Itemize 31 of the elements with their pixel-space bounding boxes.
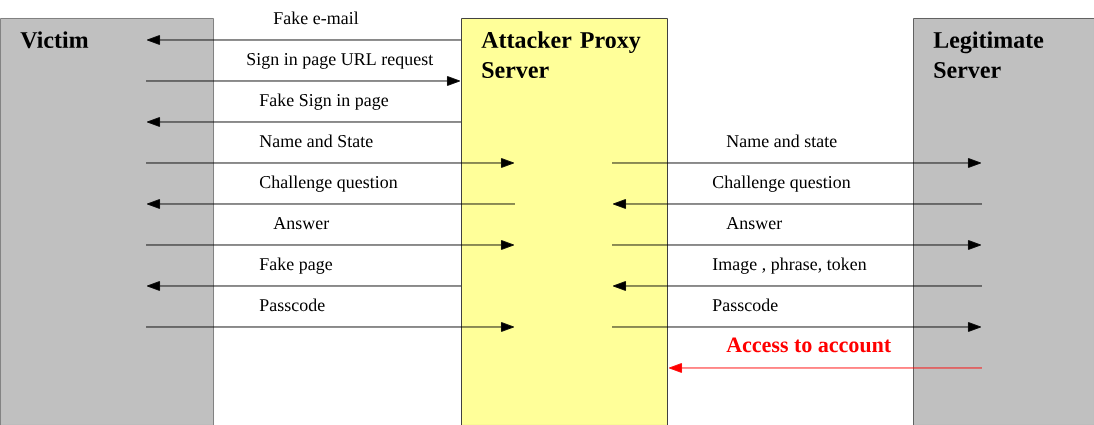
server-column: Victim — [0, 18, 214, 425]
edge-label: Access to account — [726, 337, 892, 353]
arrow — [146, 35, 462, 45]
arrow — [145, 158, 515, 168]
edge-label: Fake e-mail — [273, 11, 359, 25]
edge-label: Answer — [273, 217, 330, 230]
edge-label: Passcode — [259, 298, 325, 312]
edge-label: Name and state — [726, 134, 837, 148]
arrow — [146, 117, 462, 127]
edge-label: Challenge question — [259, 175, 398, 192]
edge-label: Name and State — [259, 134, 373, 148]
arrow — [146, 199, 516, 209]
arrow — [145, 322, 515, 332]
arrow — [145, 76, 461, 86]
arrow — [146, 281, 462, 291]
arrow — [668, 363, 983, 373]
arrow — [611, 158, 982, 168]
edge-label: Fake Sign in page — [259, 93, 389, 110]
edge-label: Answer — [726, 217, 782, 230]
edge-label: Passcode — [712, 298, 778, 312]
edge-label: Image , phrase, token — [712, 257, 867, 274]
arrow — [611, 240, 982, 250]
server-column: Attacker Proxy Server — [461, 18, 668, 425]
arrow — [612, 281, 983, 291]
server-column: Legitimate Server — [913, 18, 1094, 425]
arrow — [145, 240, 515, 250]
arrow — [611, 322, 982, 332]
edge-label: Fake page — [259, 257, 333, 274]
edge-label: Sign in page URL request — [247, 53, 434, 69]
arrow — [612, 199, 983, 209]
edge-label: Challenge question — [712, 175, 851, 192]
